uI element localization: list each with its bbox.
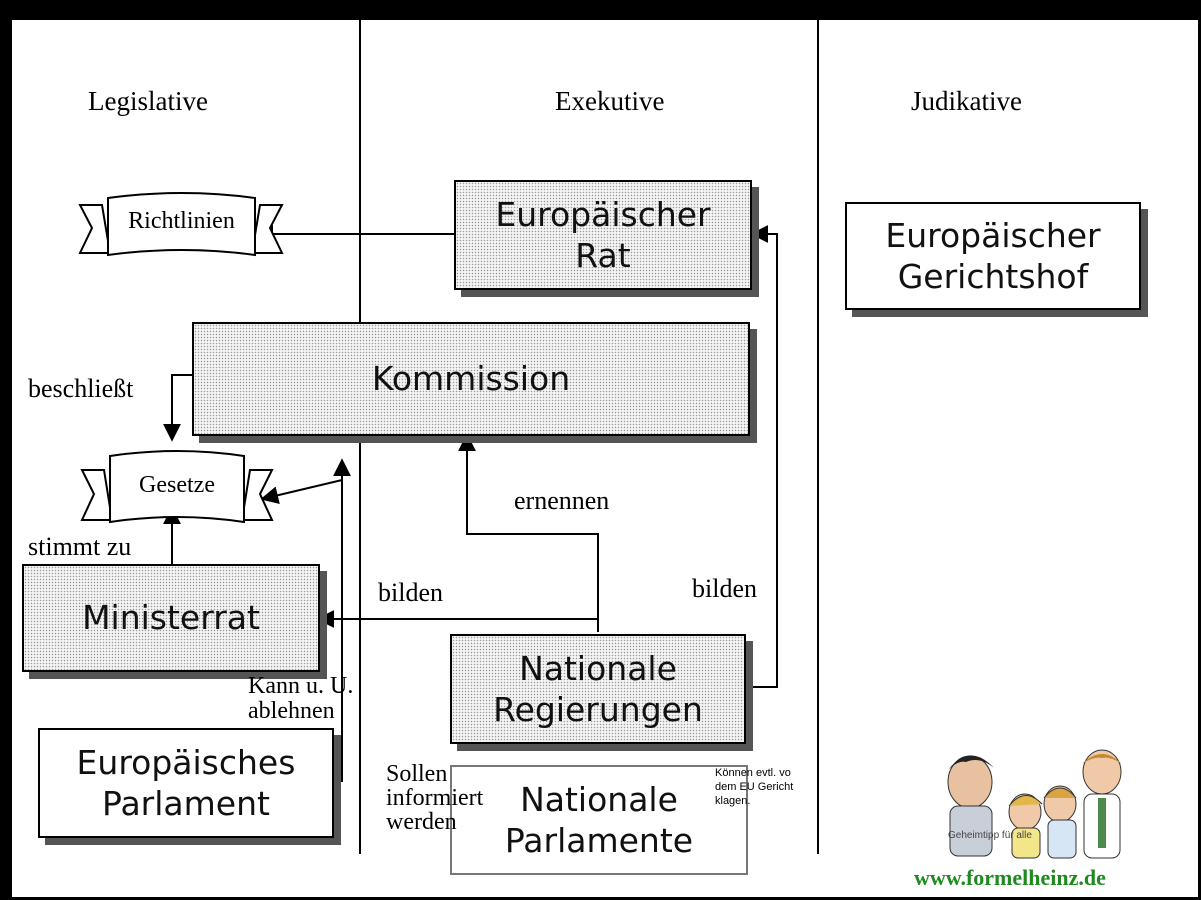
arrow-bilden-ministerrat [316, 610, 599, 632]
column-title-judicative: Judikative [911, 86, 1022, 116]
column-title-legislative: Legislative [88, 86, 208, 116]
arrow-ernennen [458, 433, 599, 632]
node-europaeischer-gerichtshof: Europäischer Gerichtshof [845, 202, 1141, 310]
node-nationale-regierungen-label: Nationale Regierungen [493, 648, 703, 729]
banner-gesetze-shape [80, 450, 274, 524]
label-ernennen: ernennen [514, 486, 610, 515]
label-bilden-ministerrat: bilden [378, 578, 443, 607]
node-nationale-regierungen: Nationale Regierungen [450, 634, 746, 744]
node-europaeisches-parlament: Europäisches Parlament [38, 728, 334, 838]
node-nationale-parlamente-label: Nationale Parlamente [504, 779, 694, 860]
label-sollen-informiert: Sollen informiert werden [386, 761, 484, 835]
label-stimmt-zu: stimmt zu [28, 532, 132, 561]
node-kommission-label: Kommission [371, 359, 571, 399]
node-europaeischer-rat-label: Europäischer Rat [495, 194, 711, 275]
divider-legislative-executive [359, 20, 361, 854]
node-europaeischer-rat: Europäischer Rat [454, 180, 752, 290]
banner-richtlinien-shape [78, 192, 284, 257]
label-koennen-klagen: Können evtl. vo dem EU Gericht klagen. [715, 767, 794, 807]
node-kommission: Kommission [192, 322, 750, 436]
node-nationale-parlamente: Nationale Parlamente [450, 765, 748, 875]
arrow-bilden-rat [742, 225, 778, 688]
banner-richtlinien: Richtlinien [128, 208, 235, 234]
banner-gesetze: Gesetze [139, 472, 215, 498]
node-gerichtshof-label: Europäischer Gerichtshof [885, 215, 1101, 296]
arrow-beschliesst [163, 374, 192, 442]
label-bilden-rat: bilden [692, 574, 757, 603]
connector-lines [78, 192, 778, 782]
node-europaeisches-parlament-label: Europäisches Parlament [76, 742, 296, 823]
label-kann-ablehnen: Kann u. U. ablehnen [248, 673, 354, 725]
node-ministerrat: Ministerrat [22, 564, 320, 672]
formelheinz-family-logo: Geheimtipp für alle [930, 742, 1140, 862]
column-title-executive: Exekutive [555, 86, 665, 116]
divider-executive-judicative [817, 20, 819, 854]
label-beschliesst: beschließt [28, 374, 134, 403]
logo-overlay-text: Geheimtipp für alle [948, 830, 1032, 841]
diagram-canvas: Legislative Exekutive Judikative [12, 20, 1198, 897]
website-link[interactable]: www.formelheinz.de [914, 865, 1106, 890]
node-ministerrat-label: Ministerrat [82, 598, 260, 638]
